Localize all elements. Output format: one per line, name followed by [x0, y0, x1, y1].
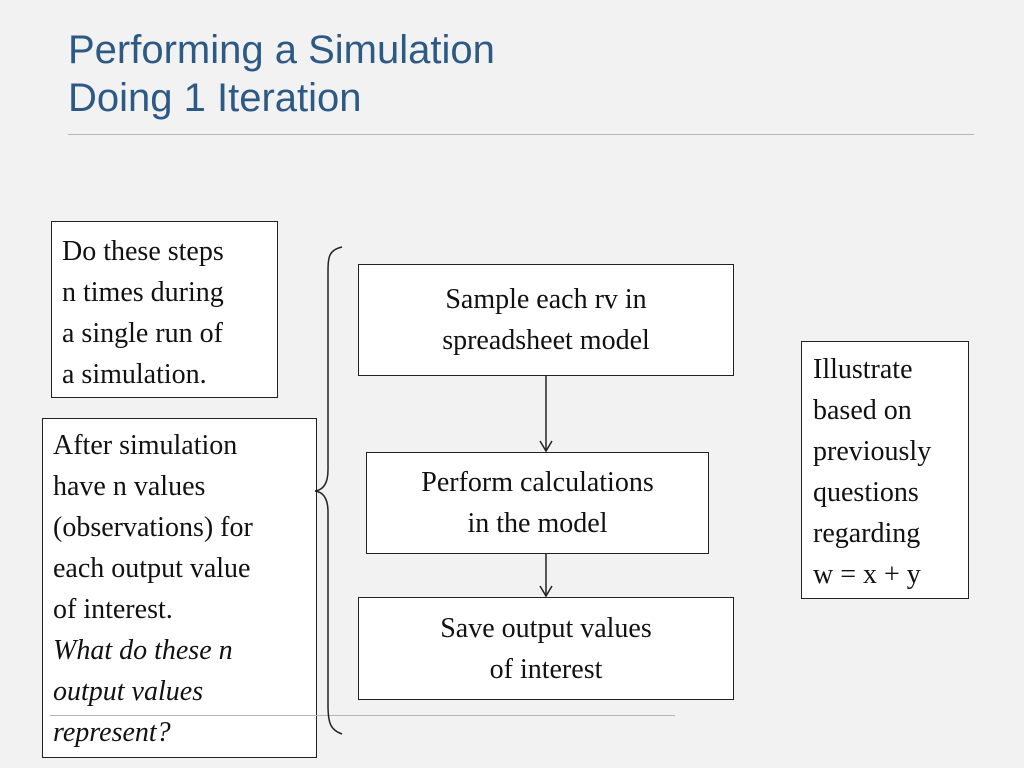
- slide-title: Performing a Simulation Doing 1 Iteratio…: [68, 26, 495, 122]
- step-line: in the model: [467, 508, 608, 539]
- note-line: Illustrate: [813, 354, 913, 385]
- note-line: a simulation.: [62, 359, 207, 390]
- step-line: spreadsheet model: [442, 325, 650, 356]
- footer-divider: [50, 715, 675, 716]
- title-line-2: Doing 1 Iteration: [68, 76, 362, 120]
- question-line: represent?: [53, 717, 171, 748]
- step-line: Sample each rv in: [445, 284, 647, 315]
- note-line: each output value: [53, 553, 251, 584]
- step-line: Save output values: [440, 612, 652, 644]
- note-line: based on: [813, 395, 912, 426]
- title-line-1: Performing a Simulation: [68, 28, 495, 72]
- note-line: n times during: [62, 277, 224, 308]
- illustrate-note: Illustrate based on previously questions…: [801, 341, 969, 599]
- step-line: Perform calculations: [421, 467, 654, 498]
- note-line: questions: [813, 477, 919, 508]
- title-divider: [68, 134, 974, 135]
- note-line: (observations) for: [53, 512, 253, 543]
- note-line: of interest.: [53, 594, 173, 625]
- after-simulation-note: After simulation have n values (observat…: [42, 418, 317, 758]
- note-line: Do these steps: [62, 236, 224, 267]
- arrow-down-2: [539, 554, 553, 598]
- flow-step-save: Save output values of interest: [358, 597, 734, 700]
- flow-step-calculate: Perform calculations in the model: [366, 452, 709, 554]
- question-line: What do these n: [53, 635, 233, 666]
- note-line: have n values: [53, 471, 206, 502]
- arrow-down-1: [539, 376, 553, 453]
- step-line: of interest: [489, 653, 603, 685]
- note-line: After simulation: [53, 430, 238, 461]
- repeat-steps-note: Do these steps n times during a single r…: [51, 221, 278, 398]
- left-brace: [314, 246, 343, 735]
- note-line: w = x + y: [813, 559, 921, 590]
- note-line: regarding: [813, 518, 921, 549]
- question-line: output values: [53, 676, 204, 707]
- flow-step-sample: Sample each rv in spreadsheet model: [358, 264, 734, 376]
- note-line: a single run of: [62, 318, 223, 349]
- note-line: previously: [813, 436, 932, 467]
